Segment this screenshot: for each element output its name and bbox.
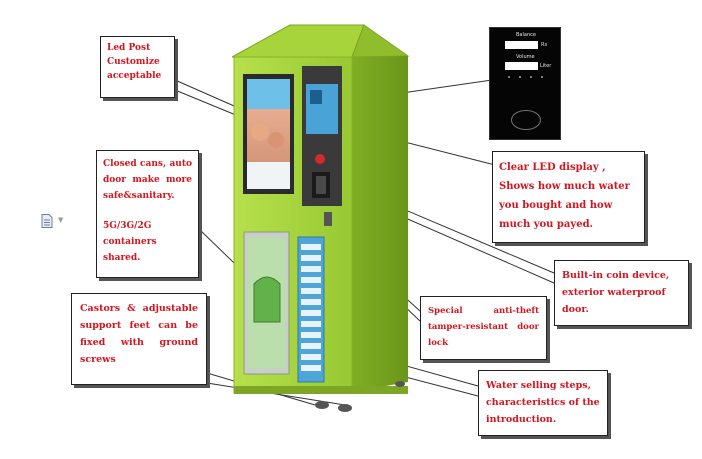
callout-clear-led-text: Clear LED display , Shows how much water… bbox=[499, 162, 630, 230]
status-dot bbox=[508, 76, 510, 78]
callout-closed-cans-text: Closed cans, auto door make more safe&sa… bbox=[103, 159, 192, 201]
callout-containers-text: 5G/3G/2G containers shared. bbox=[103, 221, 157, 263]
castor-front-right bbox=[338, 404, 352, 412]
machine-base bbox=[234, 386, 408, 394]
callout-castors: Castors & adjustable support feet can be… bbox=[71, 293, 207, 385]
rfid-card-reader-icon bbox=[511, 110, 541, 130]
volume-label: Volume bbox=[516, 54, 535, 60]
callout-closed-cans: Closed cans, auto door make more safe&sa… bbox=[96, 150, 199, 278]
status-dot bbox=[541, 76, 543, 78]
callout-led-post-line-3: acceptable bbox=[107, 71, 162, 81]
screen-header bbox=[247, 79, 290, 109]
machine-roof bbox=[232, 24, 365, 58]
vending-machine bbox=[232, 24, 410, 412]
display-window bbox=[310, 90, 322, 104]
balance-label: Balance bbox=[516, 32, 536, 38]
volume-unit: Liter bbox=[540, 63, 552, 69]
callout-led-post-line-2: Customize bbox=[107, 57, 160, 67]
balance-unit: Rs bbox=[541, 42, 548, 48]
balance-field bbox=[505, 41, 538, 49]
coin-device-cover bbox=[316, 176, 326, 194]
door-lock bbox=[324, 212, 332, 226]
callout-led-post-line-1: Led Post bbox=[107, 43, 151, 53]
screen-footer bbox=[247, 162, 290, 189]
castor-front-left bbox=[315, 401, 329, 409]
status-dot bbox=[530, 76, 532, 78]
machine-side-panel bbox=[352, 56, 408, 392]
callout-coin-device-text: Built-in coin device, exterior waterproo… bbox=[562, 270, 670, 315]
water-container bbox=[253, 276, 281, 323]
callout-anti-theft-text: Special anti-theft tamper-resistant door… bbox=[428, 306, 539, 348]
callout-anti-theft: Special anti-theft tamper-resistant door… bbox=[420, 296, 547, 360]
volume-field bbox=[505, 62, 538, 70]
screen-face-1 bbox=[251, 123, 269, 141]
callout-water-steps-text: Water selling steps, characteristics of … bbox=[486, 380, 600, 425]
callout-castors-text: Castors & adjustable support feet can be… bbox=[80, 303, 198, 365]
dropdown-arrow-icon[interactable]: ▼ bbox=[58, 216, 64, 224]
callout-coin-device: Built-in coin device, exterior waterproo… bbox=[554, 260, 689, 326]
screen-face-2 bbox=[268, 132, 284, 148]
callout-led-post: Led Post Customize acceptable bbox=[100, 36, 175, 98]
coin-slot-button bbox=[315, 154, 325, 164]
castor-back bbox=[395, 381, 405, 387]
callout-clear-led: Clear LED display , Shows how much water… bbox=[492, 151, 645, 243]
status-dot bbox=[519, 76, 521, 78]
callout-water-steps: Water selling steps, characteristics of … bbox=[478, 370, 608, 436]
led-display-closeup: Balance Rs Volume Liter bbox=[489, 27, 561, 140]
document-icon[interactable] bbox=[41, 214, 53, 228]
